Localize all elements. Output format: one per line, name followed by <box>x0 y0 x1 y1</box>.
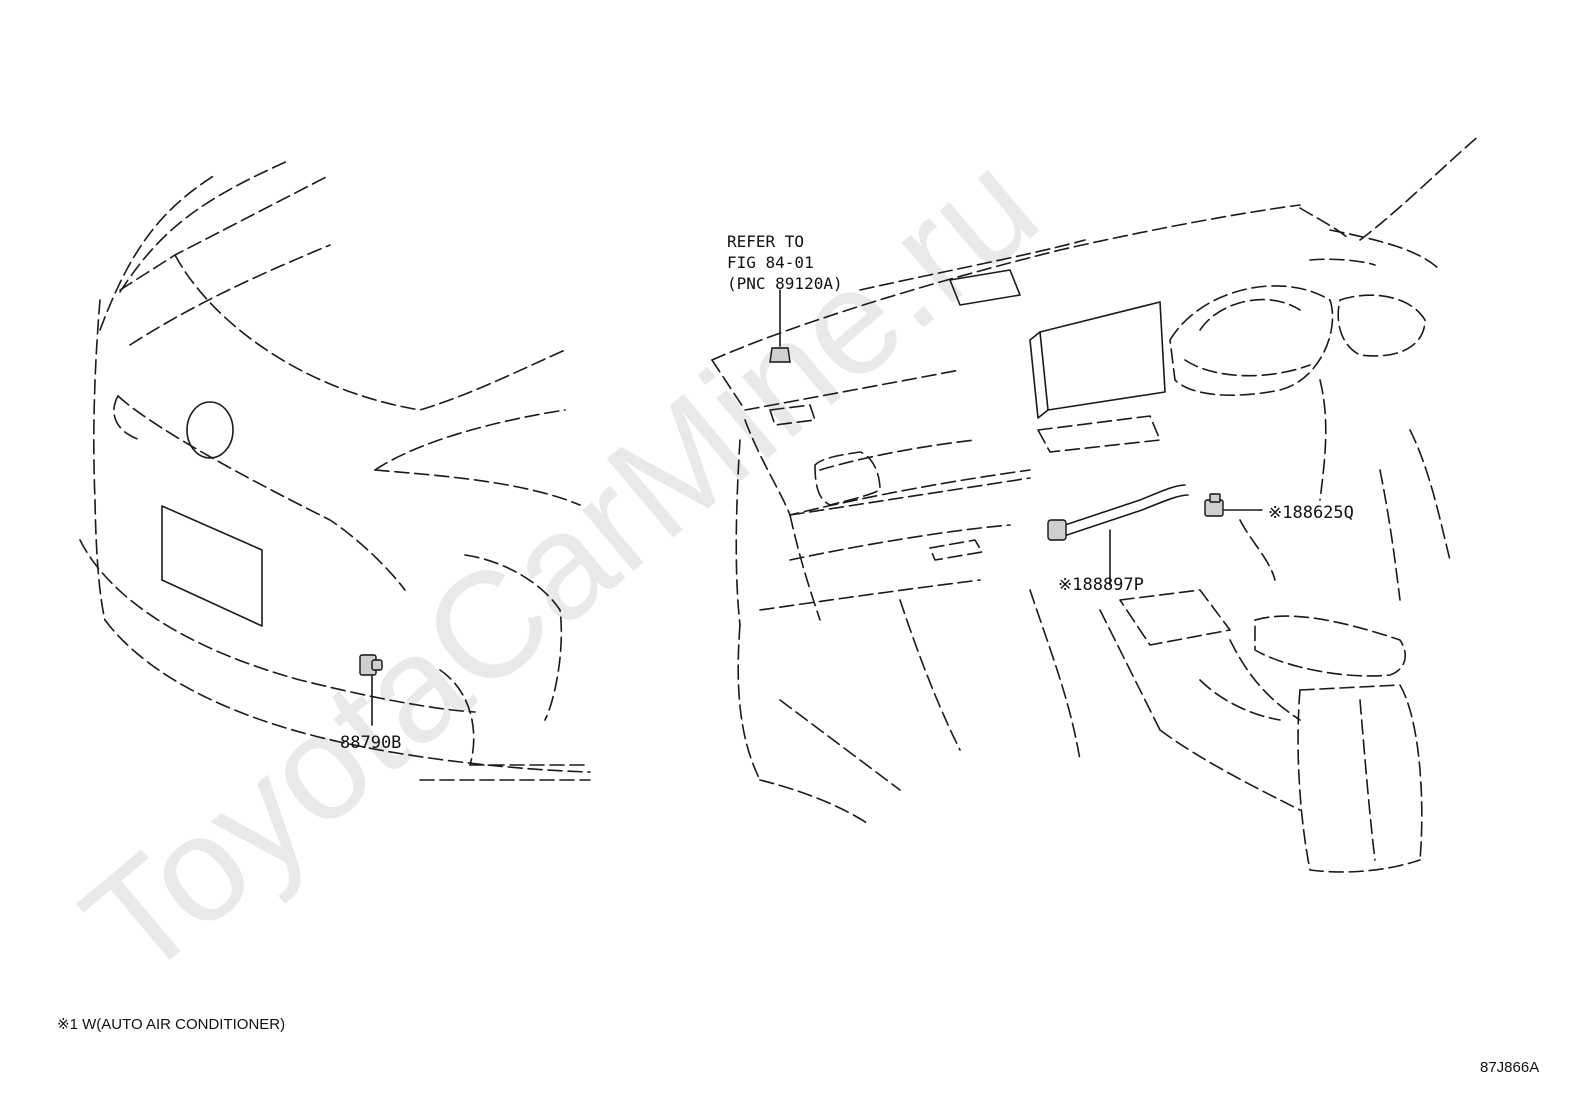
bulb-reference-icon <box>769 347 791 363</box>
callout-88625Q: ※188625Q <box>1268 503 1354 523</box>
reference-line-1: REFER TO <box>727 232 804 251</box>
reference-line-3: (PNC 89120A) <box>727 274 843 293</box>
watermark: ToyotaCarMine.ru <box>53 120 1068 1010</box>
dashboard-illustration <box>711 134 1481 873</box>
footnote: ※1 W(AUTO AIR CONDITIONER) <box>57 1016 285 1033</box>
figure-code: 87J866A <box>1480 1059 1539 1076</box>
callout-88790B: 88790B <box>340 733 401 753</box>
duct-88897P-icon <box>1047 519 1067 541</box>
callout-88897P: ※188897P <box>1058 575 1144 595</box>
car-front-illustration <box>79 159 591 781</box>
reference-line-2: FIG 84-01 <box>727 253 814 272</box>
